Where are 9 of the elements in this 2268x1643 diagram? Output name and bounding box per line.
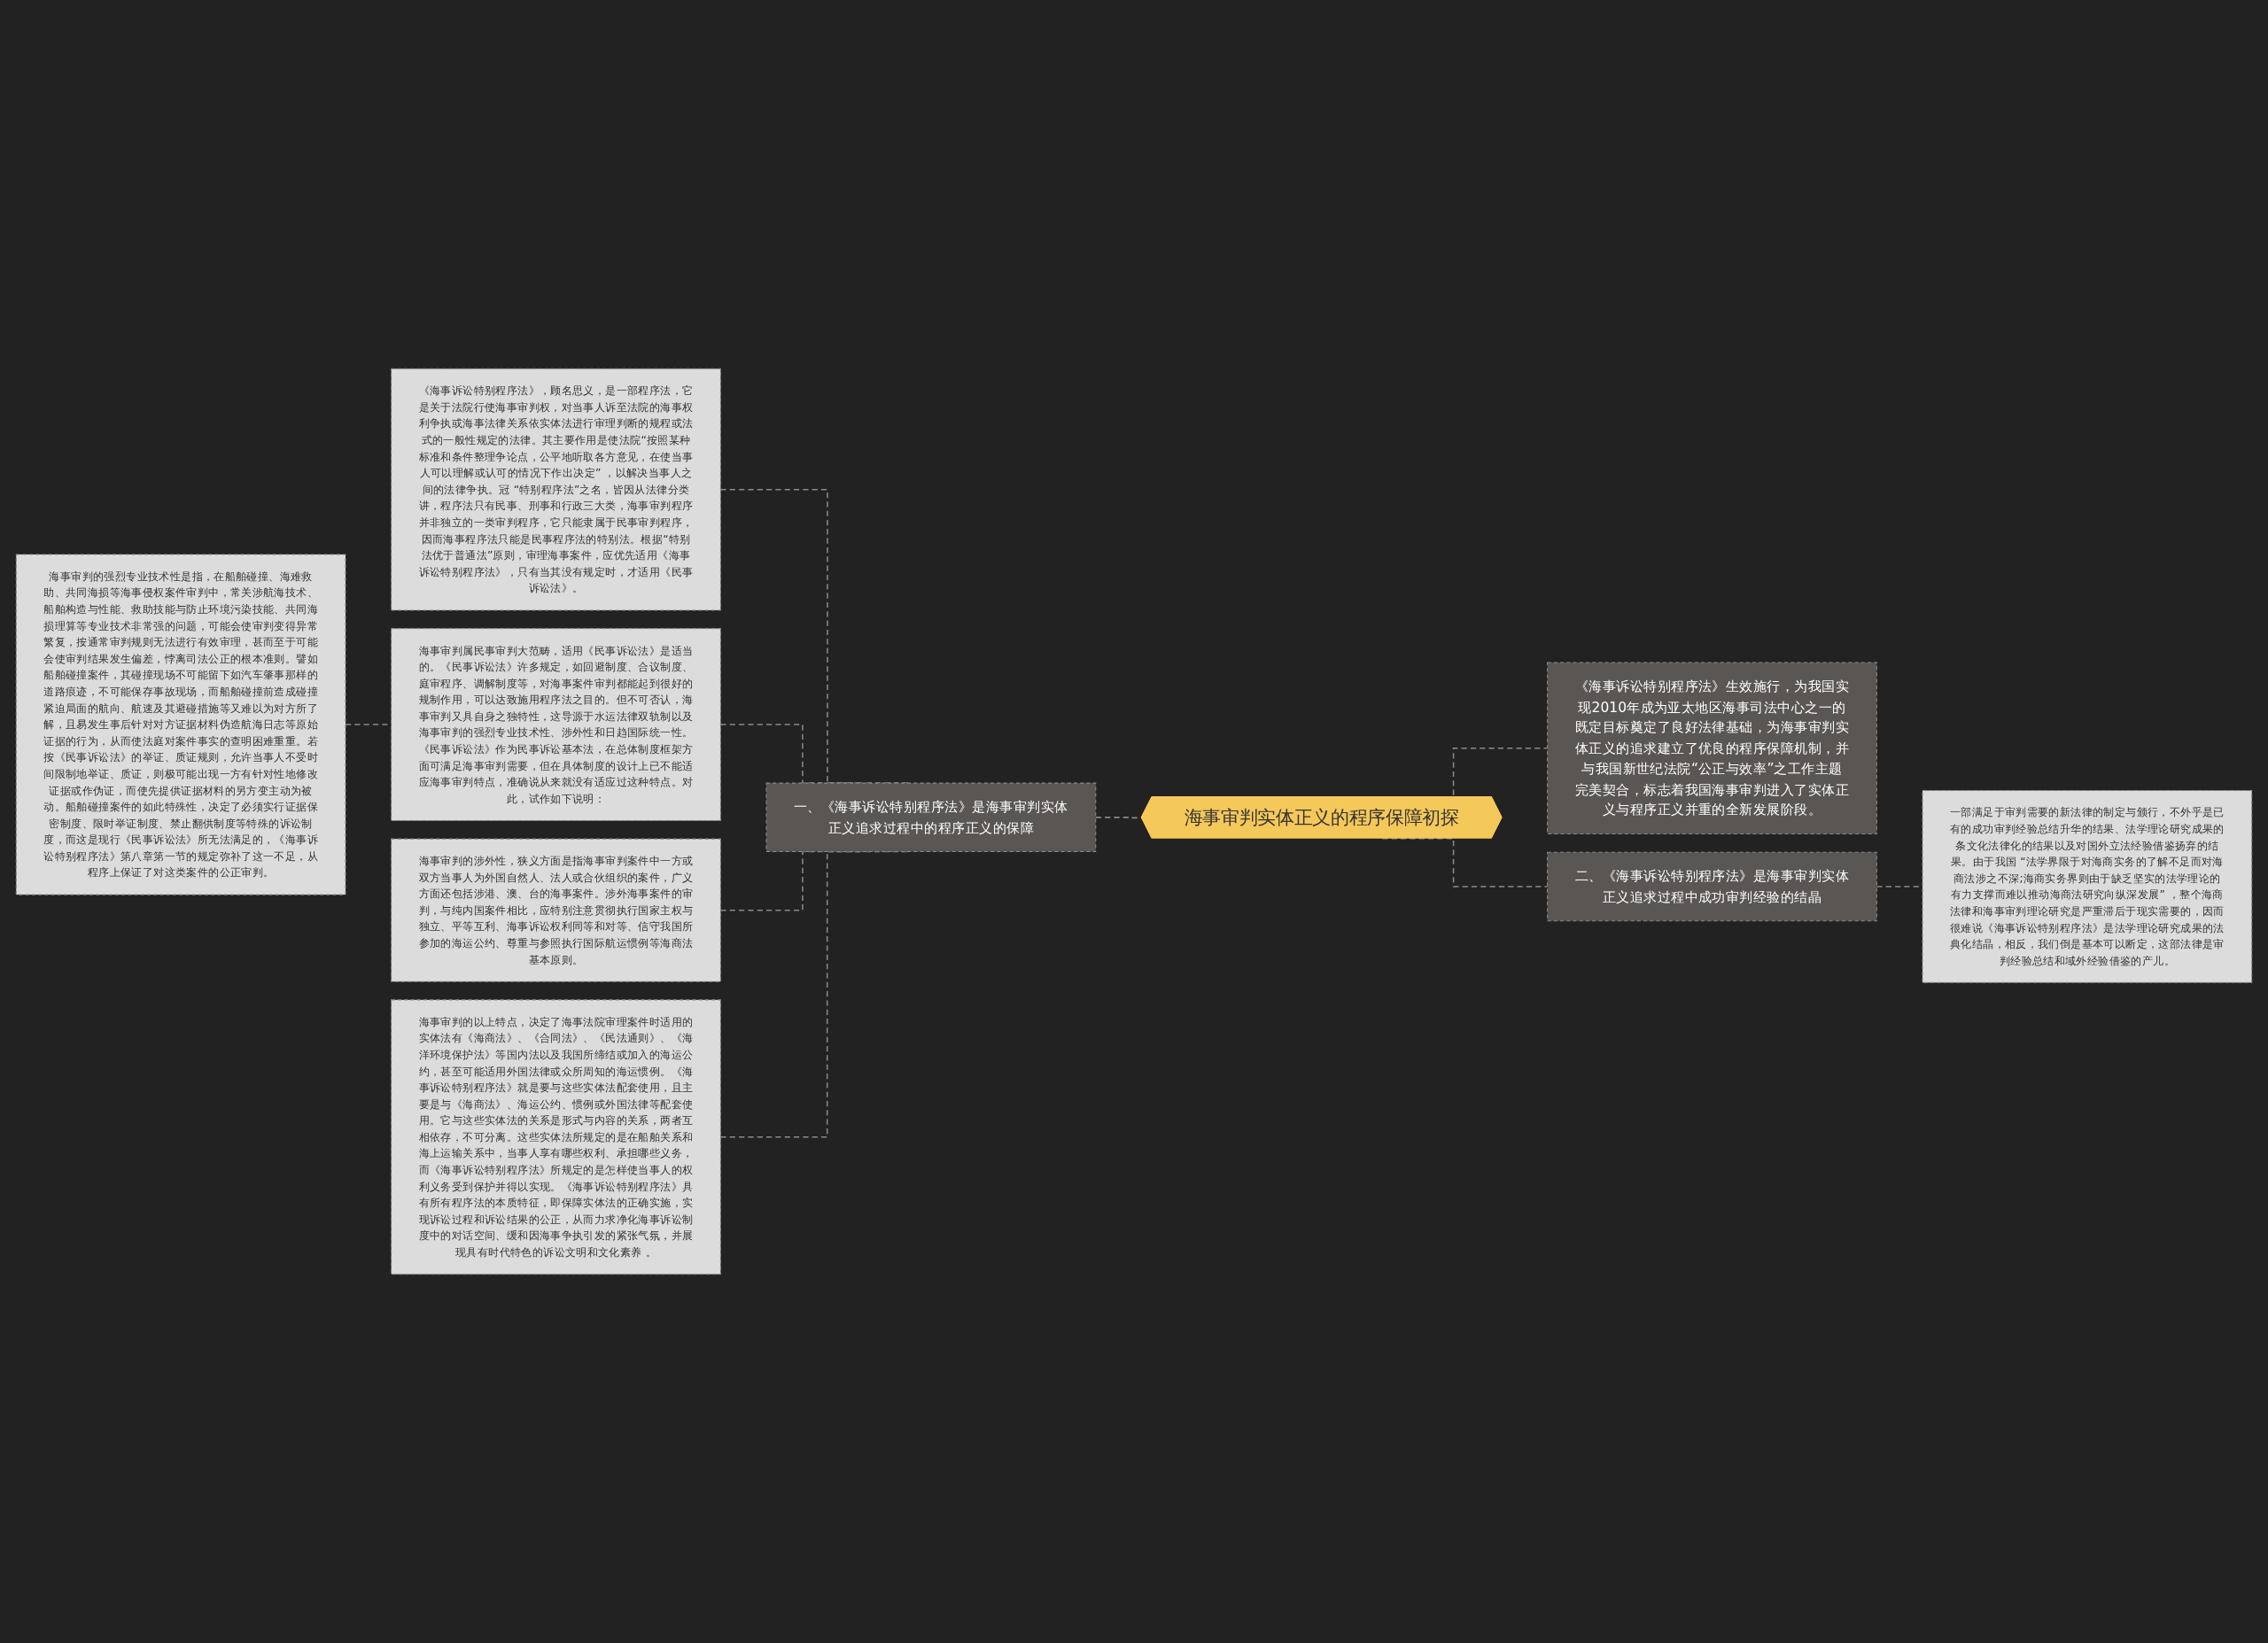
node-box: 海事审判属民事审判大范畴，适用《民事诉讼法》是适当的。《民事诉讼法》许多规定，如回避制度、合议制度、庭审程序、调解制度等，对海事案件审判都能起到很好的规制作用，可以达致施用程序法之目的。但不可否认，海事审判又具自身之独特性，这导源于水运法律双轨制以及海事审判的强烈专业技术性、涉外性和日趋国际统一性。《民事诉讼法》作为民事诉讼基本法，在总体制度框架方面可满足海事审判需要，但在具体制度的设计上已不能适应海事审判特点，准确说从来就没有适应过这种特点。对此，试作如下说明： [391,628,721,821]
node-box: 一、《海事诉讼特别程序法》是海事审判实体正义追求过程中的程序正义的保障 [765,782,1097,853]
node-box: 海事审判的强烈专业技术性是指，在船舶碰撞、海难救助、共同海损等海事侵权案件审判中，常关涉航海技术、船舶构造与性能、救助技能与防止环境污染技能、共同海损理算等专业技术非常强的问题，可能会使审判变得异常繁复，按通常审判规则无法进行有效审理，甚而至于可能会使审判结果发生偏差，悖离司法公正的根本准则。譬如船舶碰撞案件，其碰撞现场不可能留下如汽车肇事那样的道路痕迹，不可能保存事故现场，而船舶碰撞前造成碰撞紧迫局面的航向、航速及其避碰措施等又难以为对方所了解，且易发生事后针对对方证据材料伪造航海日志等原始证据的行为，从而使法庭对案件事实的查明困难重重。若按《民事诉讼法》的举证、质证规则，允许当事人不受时间限制地举证、质证，则极可能出现一方有针对性地修改证据或作伪证，而使先提供证据材料的另方变主动为被动。船舶碰撞案件的如此特殊性，决定了必须实行证据保密制度、限时举证制度、禁止翻供制度等特殊的诉讼制度，而这是现行《民事诉讼法》所无法满足的，《海事诉讼特别程序法》第八章第一节的规定弥补了这一不足，从程序上保证了对这类案件的公正审判。 [15,554,346,895]
node-box: 《海事诉讼特别程序法》，顾名思义，是一部程序法，它是关于法院行使海事审判权，对当事人诉至法院的海事权利争执或海事法律关系依实体法进行审理判断的规程或法式的一般性规定的法律。其主要作用是使法院“按照某种标准和条件整理争论点，公平地听取各方意见，在使当事人可以理解或认可的情况下作出决定” ，以解决当事人之间的法律争执。冠 “特别程序法”之名，皆因从法律分类讲，程序法只有民事、刑事和行政三大类，海事审判程序并非独立的一类审判程序，它只能隶属于民事审判程序，因而海事程序法只能是民事程序法的特别法。根据“特别法优于普通法”原则，审理海事案件，应优先适用《海事诉讼特别程序法》，只有当其没有规定时，才适用《民事诉讼法》。 [391,368,721,611]
node-box: 二、《海事诉讼特别程序法》是海事审判实体正义追求过程中成功审判经验的结晶 [1547,851,1877,922]
node-box: 《海事诉讼特别程序法》生效施行，为我国实现2010年成为亚太地区海事司法中心之一的既定目标奠定了良好法律基础，为海事审判实体正义的追求建立了优良的程序保障机制，并与我国新世纪法院“公正与效率”之工作主题完美契合，标志着我国海事审判进入了实体正义与程序正义并重的全新发展阶段。 [1547,662,1877,835]
node-box: 海事审判的涉外性，狭义方面是指海事审判案件中一方或双方当事人为外国自然人、法人或合伙组织的案件，广义方面还包括涉港、澳、台的海事案件。涉外海事案件的审判，与纯内国案件相比，应特别注意贯彻执行国家主权与独立、平等互利、海事诉讼权利同等和对等、信守我国所参加的海运公约、尊重与参照执行国际航运惯例等海商法基本原则。 [391,838,721,982]
node-box: 一部满足于审判需要的新法律的制定与颁行，不外乎是已有的成功审判经验总结升华的结果、法学理论研究成果的条文化法律化的结果以及对国外立法经验借鉴扬弃的结果。由于我国 “法学界限于对海商实务的了解不足而对海商法涉之不深;海商实务界则由于缺乏坚实的法学理论的有力支撑而难以推动海商法研究向纵深发展” ，整个海商法律和海事审判理论研究是严重滞后于现实需要的，因而很难说《海事诉讼特别程序法》是法学理论研究成果的法典化结晶，相反，我们倒是基本可以断定，这部法律是审判经验总结和域外经验借鉴的产儿。 [1922,790,2253,983]
node-box: 海事审判的以上特点，决定了海事法院审理案件时适用的实体法有《海商法》、《合同法》、《民法通则》、《海洋环境保护法》等国内法以及我国所缔结或加入的海运公约，甚至可能适用外国法律或众所周知的海运惯例。《海事诉讼特别程序法》就是要与这些实体法配套使用，且主要是与《海商法》、海运公约、惯例或外国法律等配套使用。它与这些实体法的关系是形式与内容的关系，两者互相依存，不可分离。这些实体法所规定的是在船舶关系和海上运输关系中，当事人享有哪些权利、承担哪些义务，而《海事诉讼特别程序法》所规定的是怎样使当事人的权利义务受到保护并得以实现。《海事诉讼特别程序法》具有所有程序法的本质特征，即保障实体法的正确实施，实现诉讼过程和诉讼结果的公正，从而力求净化海事诉讼制度中的对话空间、缓和因海事争执引发的紧张气氛，并展现具有时代特色的诉讼文明和文化素养 。 [391,999,721,1275]
